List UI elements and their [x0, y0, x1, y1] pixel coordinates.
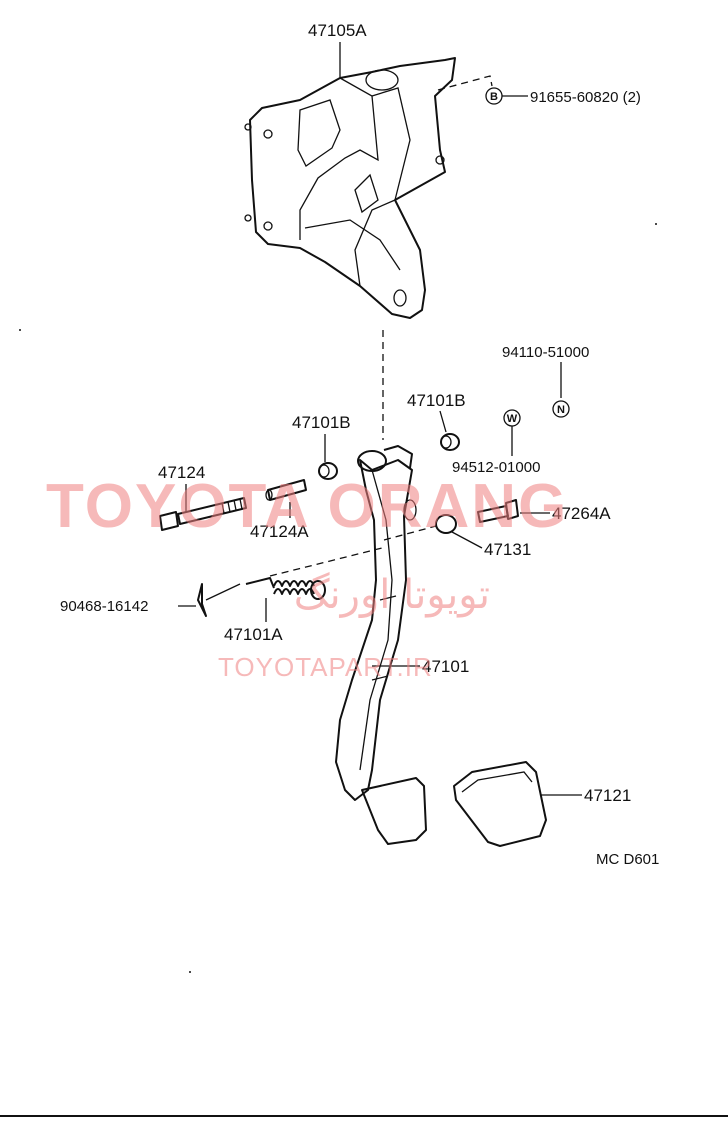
label-bolt: 47124 [158, 463, 205, 482]
label-pedal-pad: 47121 [584, 786, 631, 805]
pedal-arm: 47101 [335, 445, 469, 801]
watermark-persian: تویوتا اورنگ [294, 572, 490, 618]
label-stud-bolt: 47264A [552, 504, 611, 523]
label-washer: 94512-01000 [452, 459, 540, 476]
return-spring: 47101A [224, 547, 383, 644]
label-collar: 47124A [250, 522, 309, 541]
stud-bolt: 47264A [477, 499, 611, 523]
w-symbol: W [507, 413, 518, 425]
watermark-title: TOYOTA ORANG [46, 472, 568, 541]
collar: 47124A [250, 479, 309, 541]
label-clip: 90468-16142 [60, 598, 148, 615]
label-spring: 47101A [224, 625, 283, 644]
label-pedal-arm: 47101 [422, 657, 469, 676]
b-symbol: B [490, 91, 498, 103]
pedal-pad: 47121 [453, 761, 631, 847]
mounted-pedal-pad [361, 777, 427, 845]
bushing-left: 47101B [292, 413, 351, 480]
pivot-bolt: 47124 [158, 463, 247, 531]
bolt-b-callout: B 91655-60820 (2) [485, 87, 641, 106]
washer-w-callout: W 94512-01000 [452, 409, 540, 476]
label-bracket: 47105A [308, 21, 367, 40]
pedal-bracket [244, 57, 456, 319]
diagram-code: MC D601 [596, 851, 659, 868]
watermark-site: TOYOTAPART.IR [218, 652, 433, 682]
label-bushing-left: 47101B [292, 413, 351, 432]
cushion: 47131 [383, 514, 531, 559]
label-bolt-b: 91655-60820 (2) [530, 89, 641, 106]
label-bushing-right: 47101B [407, 391, 466, 410]
bracket-bolt-line [437, 75, 493, 91]
n-symbol: N [557, 404, 565, 416]
label-nut: 94110-51000 [502, 344, 589, 361]
bushing-right: 47101B [407, 391, 466, 451]
nut-n-callout: 94110-51000 N [502, 344, 589, 418]
label-cushion: 47131 [484, 540, 531, 559]
clip: 90468-16142 [60, 583, 241, 617]
